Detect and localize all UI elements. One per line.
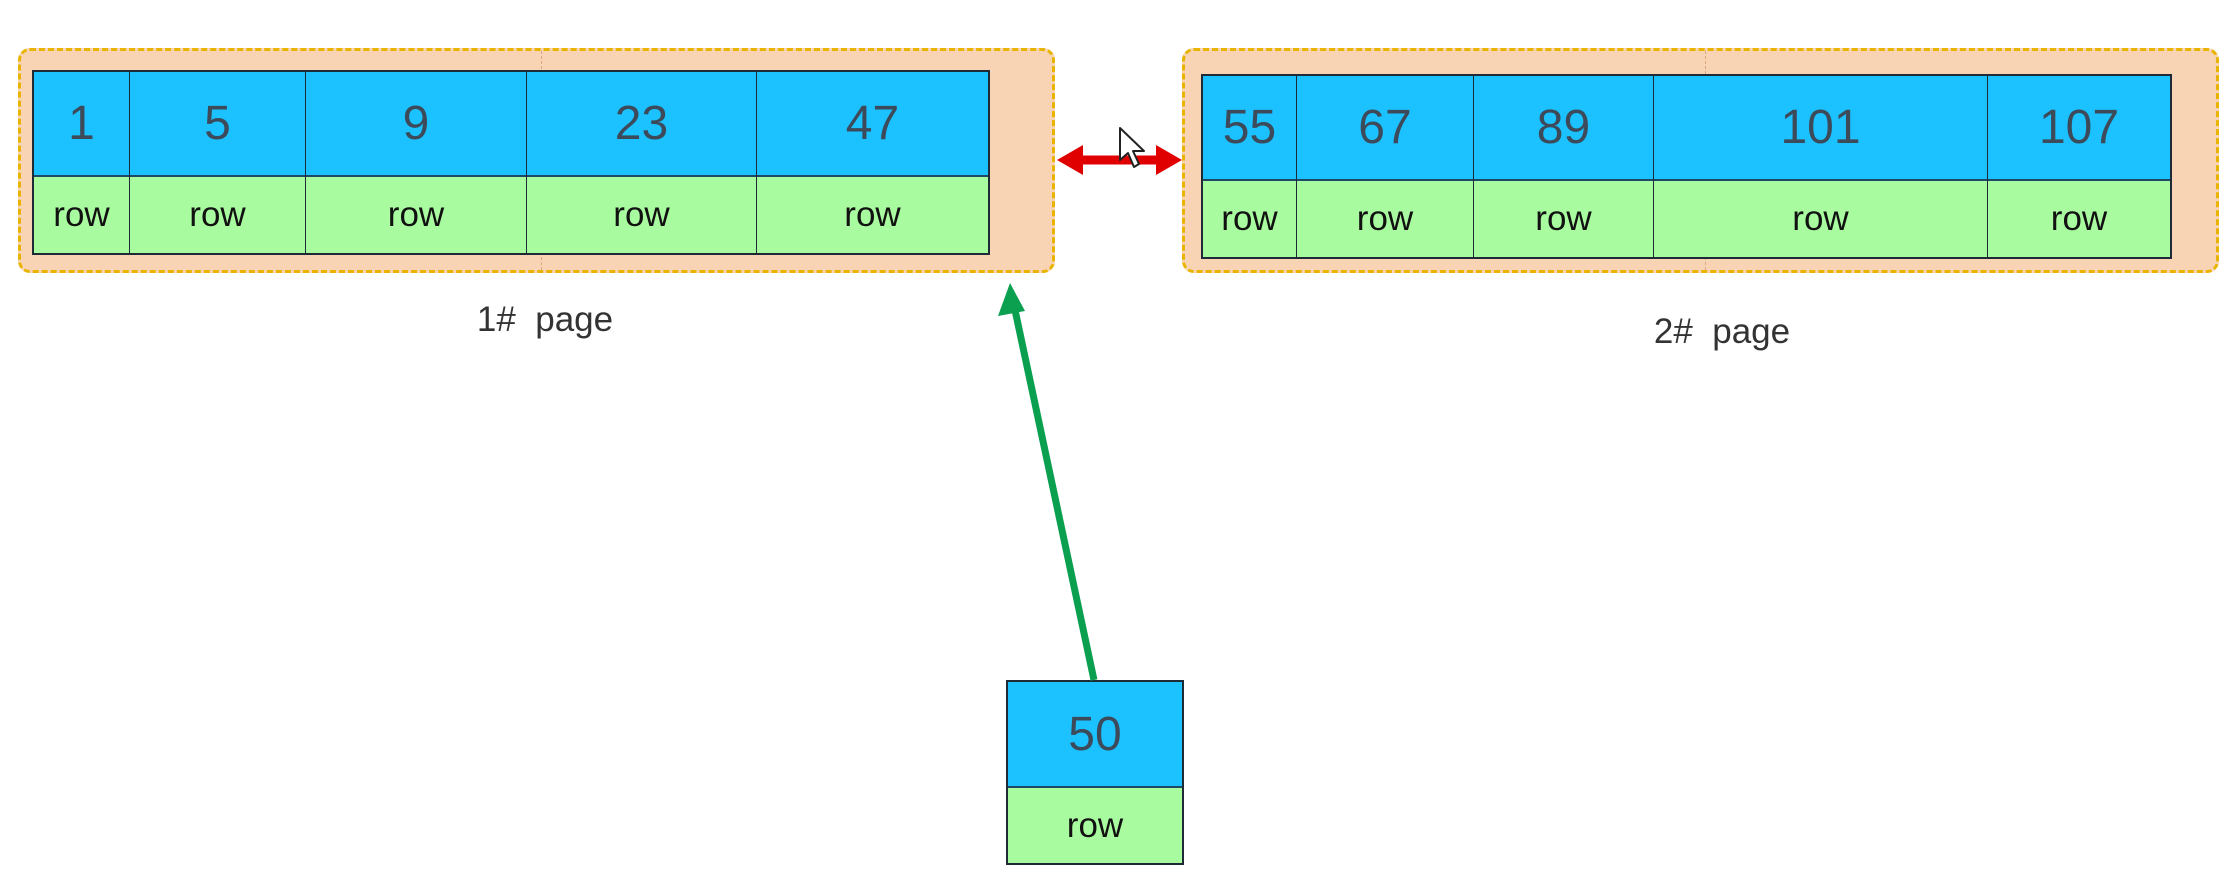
- record-key: 47: [757, 72, 988, 177]
- record-key: 89: [1474, 76, 1653, 181]
- record-key: 55: [1203, 76, 1296, 181]
- record-row: row: [757, 177, 988, 253]
- record-cell: 67 row: [1297, 76, 1474, 257]
- new-record-row: row: [1008, 788, 1182, 863]
- record-cell: 9 row: [306, 72, 527, 253]
- record-cell: 107 row: [1988, 76, 2170, 257]
- page-1-records: 1 row 5 row 9 row 23 row 47 row: [32, 70, 990, 255]
- record-cell: 5 row: [130, 72, 306, 253]
- record-cell: 101 row: [1654, 76, 1988, 257]
- record-row: row: [130, 177, 305, 253]
- record-row: row: [34, 177, 129, 253]
- page-2-label: 2# page: [1653, 312, 1791, 351]
- record-key: 107: [1988, 76, 2170, 181]
- record-row: row: [527, 177, 756, 253]
- new-record-key: 50: [1008, 682, 1182, 788]
- record-key: 101: [1654, 76, 1987, 181]
- record-cell: 23 row: [527, 72, 757, 253]
- record-key: 67: [1297, 76, 1473, 181]
- record-key: 5: [130, 72, 305, 177]
- insert-arrow: [998, 283, 1098, 681]
- record-cell: 1 row: [34, 72, 130, 253]
- record-row: row: [1203, 181, 1296, 257]
- record-row: row: [1988, 181, 2170, 257]
- record-row: row: [1297, 181, 1473, 257]
- record-row: row: [1474, 181, 1653, 257]
- record-key: 9: [306, 72, 526, 177]
- record-row: row: [1654, 181, 1987, 257]
- record-row: row: [306, 177, 526, 253]
- record-key: 23: [527, 72, 756, 177]
- record-key: 1: [34, 72, 129, 177]
- record-cell: 47 row: [757, 72, 988, 253]
- mouse-cursor-icon: [1119, 127, 1145, 168]
- page-2-records: 55 row 67 row 89 row 101 row 107 row: [1201, 74, 2172, 259]
- record-cell: 55 row: [1203, 76, 1297, 257]
- page-1-label: 1# page: [476, 300, 614, 339]
- record-cell: 89 row: [1474, 76, 1654, 257]
- new-record: 50 row: [1006, 680, 1184, 865]
